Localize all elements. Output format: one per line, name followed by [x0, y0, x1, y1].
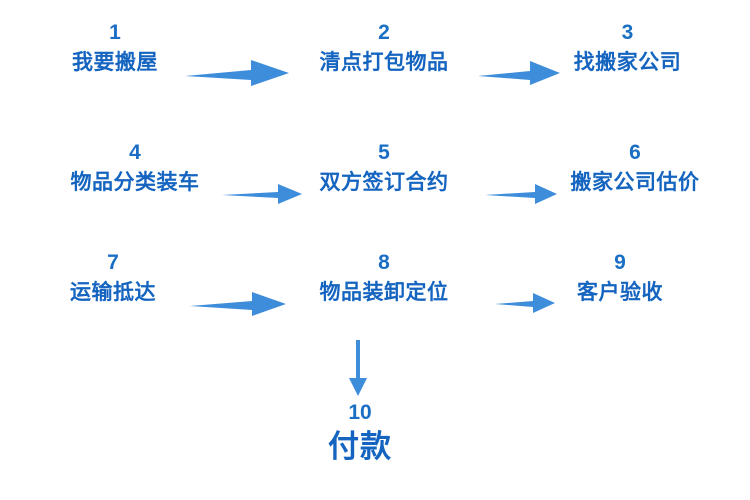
flow-step-6[interactable]: 6 搬家公司估价	[555, 142, 715, 194]
arrow-step-7-to-8	[190, 290, 286, 318]
arrow-step-1-to-2	[185, 56, 289, 90]
step-label-3: 找搬家公司	[573, 51, 682, 74]
flow-step-3[interactable]: 3 找搬家公司	[560, 22, 695, 74]
arrow-step-8-to-10-down	[345, 340, 371, 396]
step-number-3: 3	[621, 21, 634, 44]
flow-step-1[interactable]: 1 我要搬屋	[60, 22, 170, 74]
step-number-5: 5	[378, 141, 390, 164]
arrow-step-5-to-6	[485, 182, 557, 206]
step-number-6: 6	[629, 141, 641, 164]
step-number-1: 1	[109, 21, 121, 44]
step-number-8: 8	[378, 251, 390, 274]
arrow-step-2-to-3	[478, 58, 560, 88]
flow-step-10[interactable]: 10 付款	[300, 402, 420, 464]
step-label-1: 我要搬屋	[72, 51, 158, 74]
flow-step-4[interactable]: 4 物品分类装车	[55, 142, 215, 194]
step-number-9: 9	[614, 251, 626, 274]
flow-step-8[interactable]: 8 物品装卸定位	[305, 252, 463, 304]
step-label-2: 清点打包物品	[319, 51, 449, 74]
arrow-step-4-to-5	[222, 182, 302, 206]
step-label-5: 双方签订合约	[319, 171, 449, 194]
arrow-step-8-to-9	[495, 292, 555, 314]
step-number-7: 7	[107, 251, 119, 274]
flow-step-2[interactable]: 2 清点打包物品	[305, 22, 463, 74]
step-label-9: 客户验收	[577, 281, 663, 304]
step-number-10: 10	[348, 401, 372, 424]
step-label-6: 搬家公司估价	[570, 171, 700, 194]
flow-step-9[interactable]: 9 客户验收	[565, 252, 675, 304]
flow-step-7[interactable]: 7 运输抵达	[58, 252, 168, 304]
step-number-2: 2	[378, 21, 390, 44]
step-label-7: 运输抵达	[70, 281, 156, 304]
step-label-8: 物品装卸定位	[319, 281, 449, 304]
step-label-10: 付款	[328, 429, 392, 464]
step-number-4: 4	[129, 141, 141, 164]
step-label-4: 物品分类装车	[70, 171, 200, 194]
flow-step-5[interactable]: 5 双方签订合约	[305, 142, 463, 194]
